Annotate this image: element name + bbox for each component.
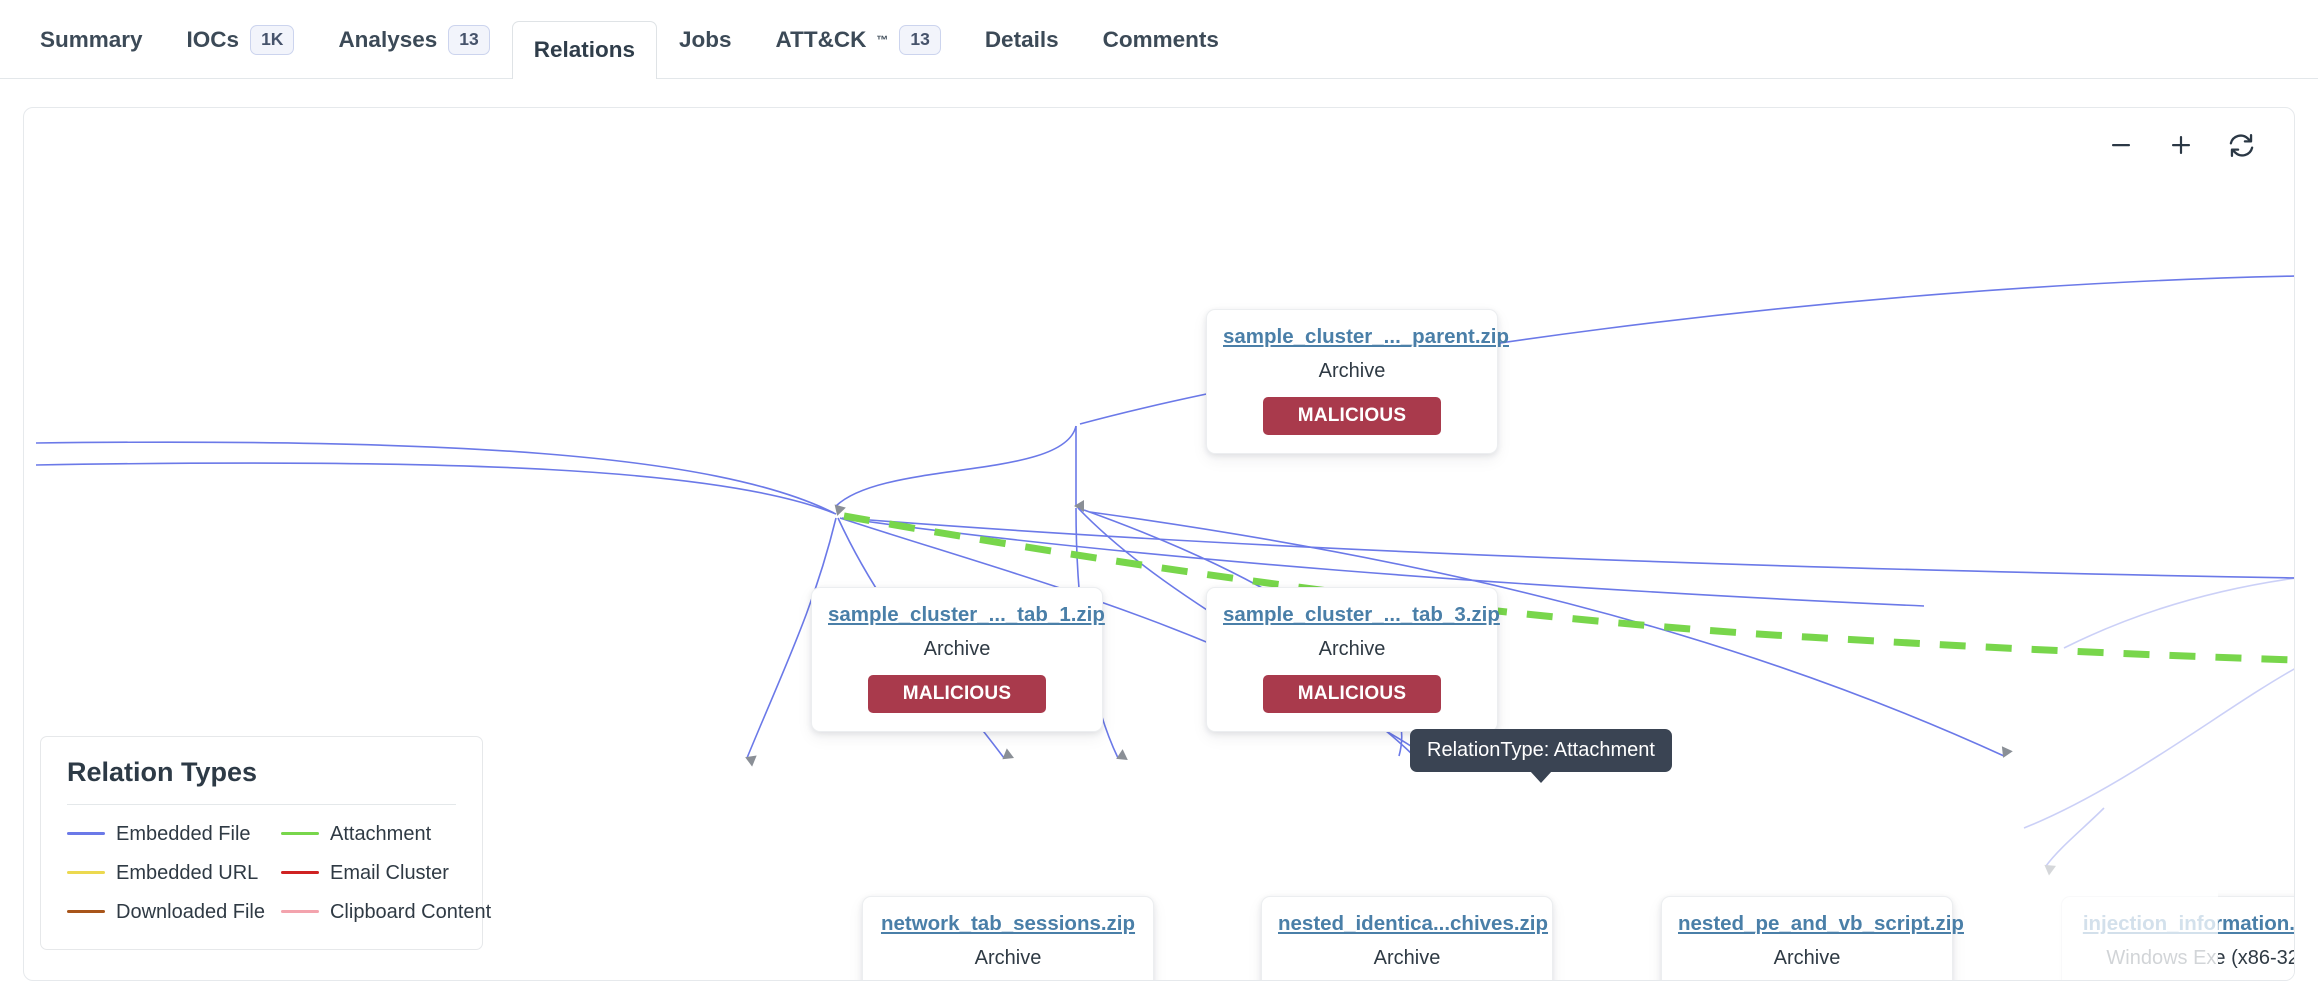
- legend-label: Downloaded File: [116, 900, 265, 923]
- node-title-link[interactable]: sample_cluster_..._tab_1.zip: [828, 603, 1105, 626]
- graph-node[interactable]: nested_identica...chives.zipArchiveCLEAN: [1261, 896, 1553, 980]
- tab-badge: 13: [899, 25, 941, 55]
- tab-comments[interactable]: Comments: [1081, 0, 1241, 79]
- node-verdict-badge[interactable]: MALICIOUS: [1263, 674, 1441, 713]
- legend-label: Embedded File: [116, 822, 251, 845]
- legend-color-swatch: [67, 871, 105, 875]
- minus-icon: [2112, 144, 2130, 147]
- legend-item: Embedded URL: [67, 862, 265, 884]
- tab-label: Relations: [533, 37, 635, 63]
- node-title-link[interactable]: nested_pe_and_vb_script.zip: [1678, 912, 1964, 935]
- node-title-link[interactable]: network_tab_sessions.zip: [880, 912, 1136, 935]
- refresh-icon: [2229, 133, 2253, 157]
- legend-label: Email Cluster: [329, 861, 449, 884]
- tab-label: ATT&CK: [775, 26, 867, 52]
- zoom-in-button[interactable]: [2162, 126, 2200, 164]
- node-title-link[interactable]: injection_information.exe: [2082, 912, 2294, 935]
- node-file-type: Windows Exe (x86-32): [2106, 946, 2294, 969]
- tab-relations[interactable]: Relations: [511, 21, 657, 80]
- tab-jobs[interactable]: Jobs: [657, 0, 754, 79]
- legend-item: Embedded File: [67, 823, 265, 845]
- legend-label: Attachment: [329, 822, 432, 845]
- legend-item: Email Cluster: [280, 861, 491, 884]
- tab-label: IOCs: [186, 26, 240, 52]
- node-file-type: Archive: [923, 637, 991, 660]
- graph-toolbar: [2102, 126, 2260, 164]
- tab-details[interactable]: Details: [963, 0, 1081, 79]
- tab-attack[interactable]: ATT&CK ™ 13: [754, 0, 963, 79]
- tab-label: Details: [984, 26, 1059, 52]
- legend-divider: [67, 803, 456, 805]
- legend-label: Embedded URL: [116, 861, 259, 884]
- graph-node[interactable]: injection_information.exeWindows Exe (x8…: [2061, 896, 2294, 980]
- plus-icon: [2172, 136, 2190, 154]
- node-file-type: Archive: [1318, 359, 1386, 382]
- node-file-type: Archive: [1373, 946, 1441, 969]
- zoom-out-button[interactable]: [2102, 126, 2140, 164]
- tab-bar-underline: [0, 78, 2318, 79]
- legend-color-swatch: [67, 832, 105, 836]
- node-verdict-badge[interactable]: MALICIOUS: [868, 674, 1046, 713]
- node-file-type: Archive: [1318, 637, 1386, 660]
- tab-bar: Summary IOCs 1K Analyses 13 Relations Jobs ATT&…: [0, 0, 2318, 80]
- tab-badge: 13: [448, 25, 490, 55]
- node-title-link[interactable]: sample_cluster_..._parent.zip: [1223, 325, 1509, 348]
- legend-color-swatch: [280, 832, 319, 836]
- node-verdict-badge[interactable]: MALICIOUS: [1263, 396, 1441, 435]
- legend-item: Downloaded File: [67, 901, 265, 923]
- tab-label: Comments: [1102, 26, 1219, 52]
- legend-title: Relation Types: [67, 757, 258, 787]
- legend-item: Clipboard Content: [280, 900, 492, 923]
- tab-label: Summary: [40, 26, 143, 52]
- tab-badge: 1K: [250, 25, 295, 55]
- legend-color-swatch: [280, 871, 319, 875]
- right-edge-reveal: injection_information.exeWindows Exe (x8…: [2218, 108, 2294, 980]
- trademark-symbol: ™: [876, 33, 889, 47]
- legend-color-swatch: [280, 910, 319, 914]
- node-title-link[interactable]: sample_cluster_..._tab_3.zip: [1223, 603, 1500, 626]
- tab-summary[interactable]: Summary: [18, 0, 165, 79]
- legend-label: Clipboard Content: [329, 900, 492, 923]
- tab-analyses[interactable]: Analyses 13: [316, 0, 511, 79]
- node-file-type: Archive: [1773, 946, 1841, 969]
- graph-node[interactable]: nested_pe_and_vb_script.zipArchiveCLEAN: [1661, 896, 1964, 980]
- node-title-link[interactable]: nested_identica...chives.zip: [1278, 912, 1549, 935]
- node-file-type: Archive: [974, 946, 1042, 969]
- relation-tooltip-text: RelationType: Attachment: [1427, 739, 1655, 761]
- tab-label: Jobs: [679, 26, 732, 52]
- legend-item: Attachment: [280, 822, 491, 845]
- relation-tooltip: RelationType: Attachment: [1410, 729, 1672, 772]
- tab-list: Summary IOCs 1K Analyses 13 Relations Jobs ATT&…: [0, 0, 1241, 80]
- tab-label: Analyses: [338, 26, 438, 52]
- legend-color-swatch: [67, 910, 105, 914]
- tab-iocs[interactable]: IOCs 1K: [165, 0, 317, 79]
- reset-view-button[interactable]: [2222, 126, 2260, 164]
